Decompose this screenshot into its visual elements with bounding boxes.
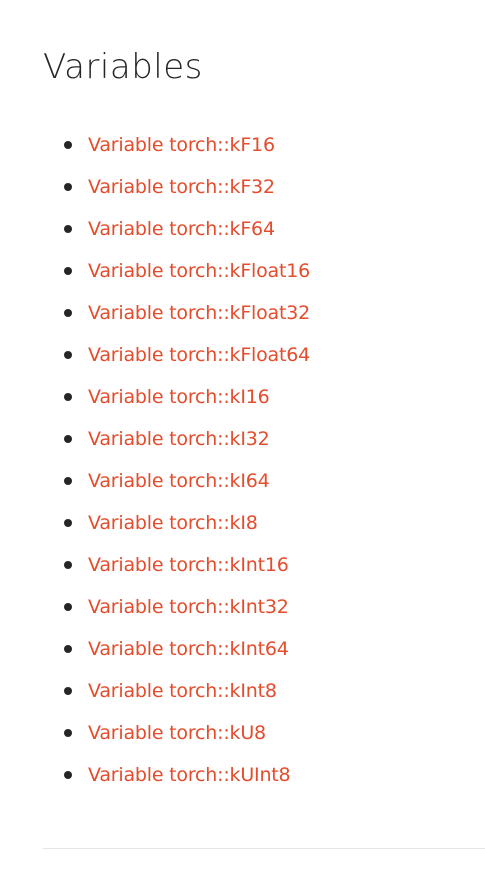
bullet-icon [64,351,72,359]
variable-link-kf32[interactable]: Variable torch::kF32 [88,176,275,198]
variables-list: Variable torch::kF16 Variable torch::kF3… [0,123,485,795]
list-item: Variable torch::kFloat16 [0,249,485,291]
list-item: Variable torch::kF32 [0,165,485,207]
bullet-icon [64,687,72,695]
variable-link-ku8[interactable]: Variable torch::kU8 [88,722,266,744]
variable-link-kfloat16[interactable]: Variable torch::kFloat16 [88,260,311,282]
list-item: Variable torch::kInt32 [0,585,485,627]
bullet-icon [64,393,72,401]
list-item: Variable torch::kI64 [0,459,485,501]
variable-link-ki64[interactable]: Variable torch::kI64 [88,470,270,492]
list-item: Variable torch::kFloat32 [0,291,485,333]
variable-link-kfloat64[interactable]: Variable torch::kFloat64 [88,344,311,366]
bullet-icon [64,141,72,149]
bullet-icon [64,309,72,317]
section-divider [43,848,485,849]
bullet-icon [64,225,72,233]
bullet-icon [64,771,72,779]
bullet-icon [64,267,72,275]
list-item: Variable torch::kI8 [0,501,485,543]
list-item: Variable torch::kInt16 [0,543,485,585]
variable-link-kint32[interactable]: Variable torch::kInt32 [88,596,289,618]
bullet-icon [64,729,72,737]
bullet-icon [64,519,72,527]
bullet-icon [64,183,72,191]
variable-link-ki16[interactable]: Variable torch::kI16 [88,386,270,408]
variable-link-kf16[interactable]: Variable torch::kF16 [88,134,275,156]
page-title: Variables [43,47,203,87]
list-item: Variable torch::kFloat64 [0,333,485,375]
list-item: Variable torch::kUInt8 [0,753,485,795]
bullet-icon [64,561,72,569]
bullet-icon [64,435,72,443]
variable-link-ki8[interactable]: Variable torch::kI8 [88,512,258,534]
list-item: Variable torch::kF16 [0,123,485,165]
list-item: Variable torch::kI32 [0,417,485,459]
list-item: Variable torch::kI16 [0,375,485,417]
variable-link-ki32[interactable]: Variable torch::kI32 [88,428,270,450]
list-item: Variable torch::kF64 [0,207,485,249]
list-item: Variable torch::kInt64 [0,627,485,669]
variable-link-kfloat32[interactable]: Variable torch::kFloat32 [88,302,311,324]
bullet-icon [64,645,72,653]
variable-link-kuint8[interactable]: Variable torch::kUInt8 [88,764,291,786]
variable-link-kint16[interactable]: Variable torch::kInt16 [88,554,289,576]
list-item: Variable torch::kU8 [0,711,485,753]
variable-link-kint64[interactable]: Variable torch::kInt64 [88,638,289,660]
variable-link-kf64[interactable]: Variable torch::kF64 [88,218,275,240]
bullet-icon [64,477,72,485]
list-item: Variable torch::kInt8 [0,669,485,711]
bullet-icon [64,603,72,611]
variable-link-kint8[interactable]: Variable torch::kInt8 [88,680,277,702]
